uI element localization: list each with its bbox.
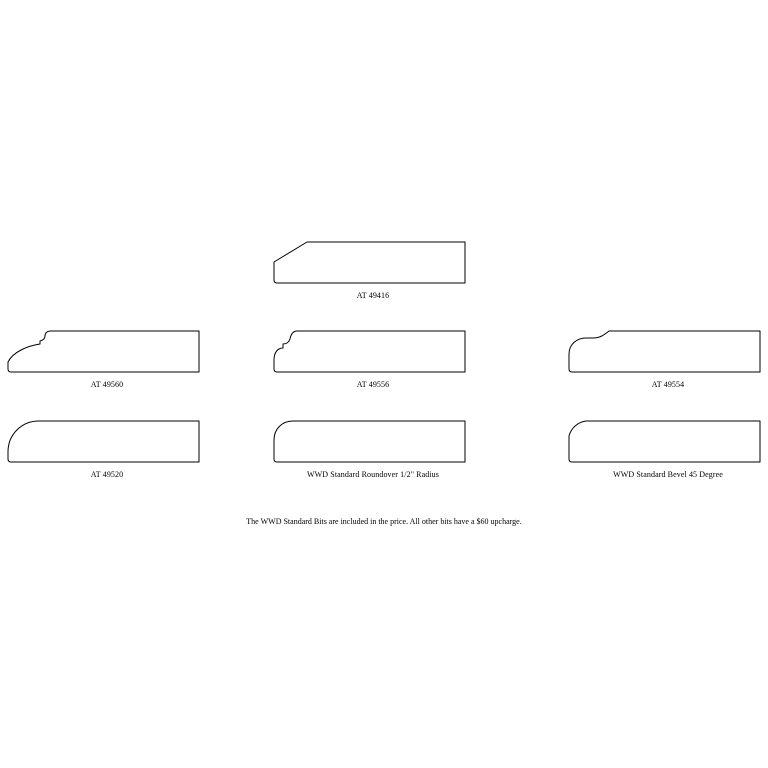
profile-label: AT 49416 xyxy=(356,291,390,300)
pricing-footnote: The WWD Standard Bits are included in th… xyxy=(246,517,522,526)
profile-wwd-bevel: WWD Standard Bevel 45 Degree xyxy=(568,420,768,480)
profile-label: AT 49520 xyxy=(90,470,124,479)
edge-profile-cove-icon xyxy=(568,330,761,373)
profile-wwd-roundover: WWD Standard Roundover 1/2" Radius xyxy=(273,420,473,480)
edge-profile-ogee-icon xyxy=(273,330,466,373)
profile-label: WWD Standard Bevel 45 Degree xyxy=(613,470,723,479)
edge-profile-ogee-long-icon xyxy=(7,330,200,373)
profile-at49560: AT 49560 xyxy=(7,330,207,390)
profile-at49554: AT 49554 xyxy=(568,330,768,390)
edge-profile-roundover-icon xyxy=(273,420,466,463)
edge-profile-bevel-icon xyxy=(273,241,466,284)
profile-label: WWD Standard Roundover 1/2" Radius xyxy=(307,470,439,479)
profile-at49556: AT 49556 xyxy=(273,330,473,390)
profile-label: AT 49554 xyxy=(651,380,685,389)
edge-profile-roundover-large-icon xyxy=(7,420,200,463)
profile-at49520: AT 49520 xyxy=(7,420,207,480)
profile-label: AT 49560 xyxy=(90,380,124,389)
profile-label: AT 49556 xyxy=(356,380,390,389)
edge-profile-bevel-small-icon xyxy=(568,420,761,463)
profile-at49416: AT 49416 xyxy=(273,241,473,301)
